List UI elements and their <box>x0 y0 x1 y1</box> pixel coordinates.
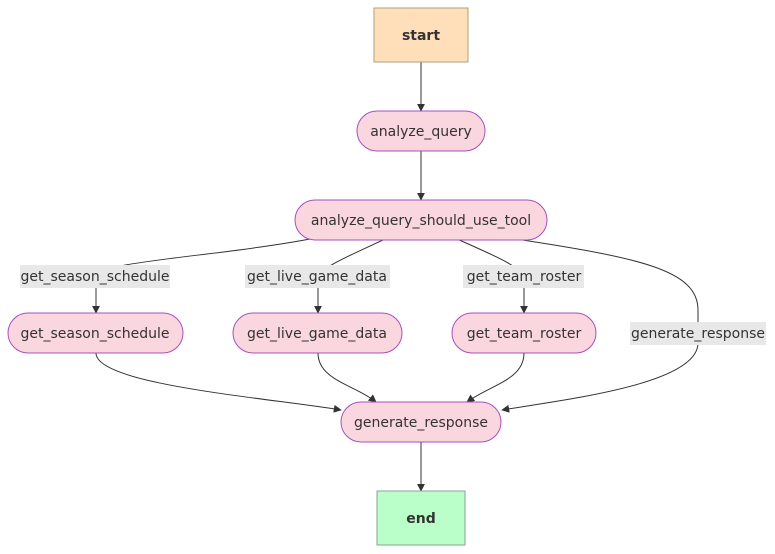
edge-label-live-game-data: get_live_game_data <box>245 265 390 288</box>
edge-label-season-schedule: get_season_schedule <box>20 265 170 288</box>
node-end-label: end <box>406 511 435 527</box>
node-start[interactable]: start <box>373 7 469 63</box>
edge-label-generate-response: generate_response <box>630 322 766 345</box>
edge-labels: get_season_schedule get_live_game_data g… <box>20 265 766 345</box>
node-analyze-query[interactable]: analyze_query <box>356 110 486 152</box>
node-get-live-game-data[interactable]: get_live_game_data <box>232 312 403 354</box>
node-get-season-schedule[interactable]: get_season_schedule <box>7 312 184 354</box>
node-analyze-query-should-use-tool-label: analyze_query_should_use_tool <box>311 213 531 229</box>
node-get-team-roster[interactable]: get_team_roster <box>451 312 597 354</box>
edge-label-team-roster-text: get_team_roster <box>467 269 582 285</box>
node-get-season-schedule-label: get_season_schedule <box>21 326 170 342</box>
node-generate-response-label: generate_response <box>354 415 488 431</box>
node-analyze-query-label: analyze_query <box>370 124 472 140</box>
edge-live-game-data-to-generate-response <box>317 352 377 403</box>
edge-label-generate-response-text: generate_response <box>631 326 765 342</box>
edge-team-roster-to-generate-response <box>466 352 525 403</box>
node-end[interactable]: end <box>376 490 466 546</box>
node-get-live-game-data-label: get_live_game_data <box>247 326 387 342</box>
edge-label-team-roster: get_team_roster <box>463 265 584 288</box>
node-get-team-roster-label: get_team_roster <box>467 326 582 342</box>
edge-label-season-schedule-text: get_season_schedule <box>21 269 170 285</box>
node-analyze-query-should-use-tool[interactable]: analyze_query_should_use_tool <box>294 199 548 241</box>
node-start-label: start <box>402 28 440 44</box>
node-generate-response[interactable]: generate_response <box>340 401 502 443</box>
nodes: start analyze_query analyze_query_should… <box>7 7 597 546</box>
edge-label-live-game-data-text: get_live_game_data <box>247 269 387 285</box>
edge-season-schedule-to-generate-response <box>95 352 342 413</box>
